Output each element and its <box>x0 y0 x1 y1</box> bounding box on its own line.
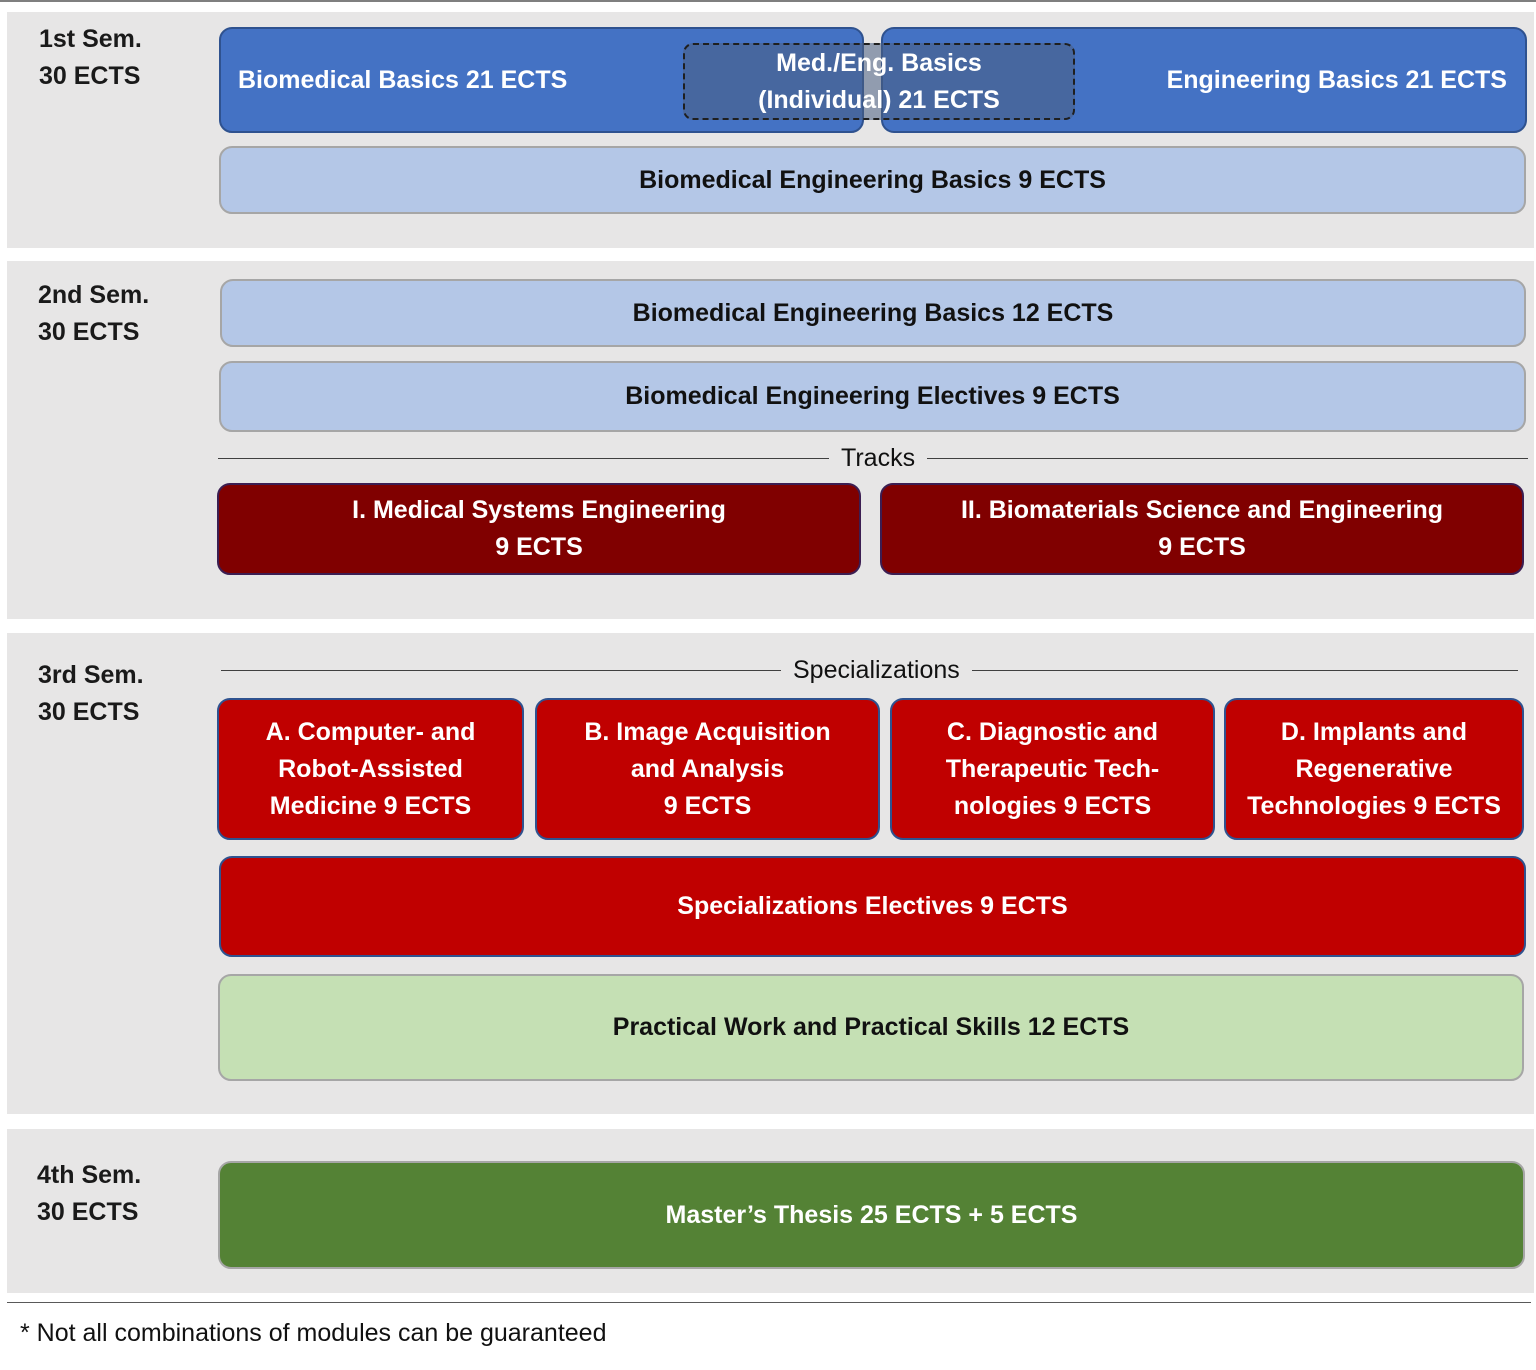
practical-box: Practical Work and Practical Skills 12 E… <box>218 974 1524 1081</box>
specialization-a: A. Computer- and Robot-Assisted Medicine… <box>217 698 524 840</box>
tracks-heading: Tracks <box>829 443 928 473</box>
practical-label: Practical Work and Practical Skills 12 E… <box>612 1013 1130 1041</box>
semester-4-label: 4th Sem. 30 ECTS <box>37 1161 142 1226</box>
spec-electives-box: Specializations Electives 9 ECTS <box>219 856 1526 957</box>
specializations-heading: Specializations <box>781 655 972 685</box>
bme-basics-9-label: Biomedical Engineering Basics 9 ECTS <box>639 165 1106 194</box>
thesis-box: Master’s Thesis 25 ECTS + 5 ECTS <box>218 1161 1525 1269</box>
thesis-label: Master’s Thesis 25 ECTS + 5 ECTS <box>665 1200 1078 1229</box>
track-medical-systems: I. Medical Systems Engineering 9 ECTS <box>217 483 861 575</box>
bme-basics-12-label: Biomedical Engineering Basics 12 ECTS <box>632 298 1114 327</box>
specialization-b: B. Image Acquisition and Analysis 9 ECTS <box>535 698 880 840</box>
track-biomaterials: II. Biomaterials Science and Engineering… <box>880 483 1524 575</box>
engineering-basics-label: Engineering Basics 21 ECTS <box>1166 65 1507 94</box>
top-rule <box>0 0 1536 2</box>
biomedical-basics-label: Biomedical Basics 21 ECTS <box>238 65 568 94</box>
bme-basics-12-box: Biomedical Engineering Basics 12 ECTS <box>220 279 1526 347</box>
footnote: * Not all combinations of modules can be… <box>20 1319 607 1347</box>
individual-basics-box: Med./Eng. Basics (Individual) 21 ECTS <box>683 43 1075 120</box>
semester-3-label: 3rd Sem. 30 ECTS <box>38 661 144 726</box>
spec-electives-label: Specializations Electives 9 ECTS <box>677 892 1068 920</box>
specialization-d: D. Implants and Regenerative Technologie… <box>1224 698 1524 840</box>
bme-basics-9-box: Biomedical Engineering Basics 9 ECTS <box>219 146 1526 214</box>
bottom-rule <box>7 1302 1531 1303</box>
bme-electives-box: Biomedical Engineering Electives 9 ECTS <box>219 361 1526 432</box>
specialization-c: C. Diagnostic and Therapeutic Tech- nolo… <box>890 698 1215 840</box>
semester-1-label: 1st Sem. 30 ECTS <box>39 25 142 90</box>
bme-electives-label: Biomedical Engineering Electives 9 ECTS <box>625 382 1120 410</box>
semester-2-label: 2nd Sem. 30 ECTS <box>38 281 150 346</box>
